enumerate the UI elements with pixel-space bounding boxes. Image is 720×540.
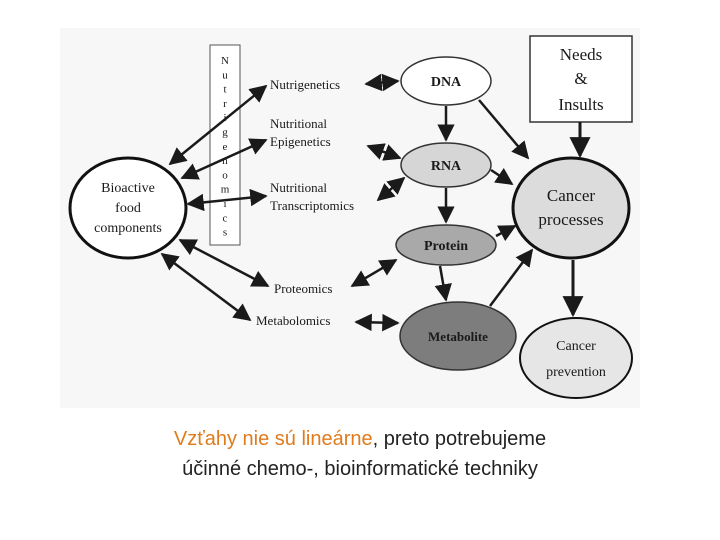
cancer-prevention-node: Cancer prevention xyxy=(519,317,633,399)
bioactive-label-line2: food xyxy=(115,201,141,216)
protein-label: Protein xyxy=(424,239,468,254)
term-nutritional-epigenetics-line2: Epigenetics xyxy=(270,134,331,149)
nutrigenomics-letter: c xyxy=(223,212,228,224)
cancer-processes-line2: processes xyxy=(538,210,603,229)
term-nutritional-epigenetics-line1: Nutritional xyxy=(270,116,327,131)
needs-insults-box: Needs & Insults xyxy=(529,35,633,123)
arrow-nutrigenetics-dna xyxy=(364,73,400,92)
arrow-bioactive-epigenetics xyxy=(180,138,268,180)
rna-node: RNA xyxy=(400,142,492,188)
metabolite-node: Metabolite xyxy=(399,301,517,371)
term-nutrigenetics: Nutrigenetics xyxy=(270,77,340,92)
nutrigenomics-letter: o xyxy=(222,169,228,181)
arrow-rna-cancer xyxy=(490,167,514,186)
nutrigenomics-letter: s xyxy=(223,227,227,239)
arrow-bioactive-metabolomics xyxy=(160,252,252,322)
arrow-protein-cancer xyxy=(495,224,517,242)
ampersand-label: & xyxy=(574,69,587,88)
nutrigenomics-letter: e xyxy=(223,141,228,153)
arrow-bioactive-proteomics xyxy=(178,238,270,288)
arrow-transcriptomics-rna xyxy=(376,176,406,202)
nutrigenomics-letter: u xyxy=(222,69,228,81)
term-nutritional-transcriptomics-line1: Nutritional xyxy=(270,180,327,195)
protein-node: Protein xyxy=(395,224,497,266)
term-proteomics: Proteomics xyxy=(274,281,333,296)
arrow-proteomics-protein xyxy=(350,258,398,288)
caption-rest-line1: , preto potrebujeme xyxy=(372,428,547,450)
bioactive-label-line3: components xyxy=(94,221,162,236)
cancer-processes-node: Cancer processes xyxy=(511,156,631,260)
arrow-bioactive-transcriptomics xyxy=(186,188,268,212)
dna-node: DNA xyxy=(400,56,492,106)
bioactive-food-components-node: Bioactive food components xyxy=(68,156,188,260)
cancer-prevention-line2: prevention xyxy=(546,365,606,380)
needs-label: Needs xyxy=(560,45,602,64)
cancer-prevention-line1: Cancer xyxy=(556,339,596,354)
nutrigenomics-letter: N xyxy=(221,55,229,67)
caption-highlight: Vzťahy nie sú lineárne xyxy=(173,428,373,450)
nutrigenomics-letter: g xyxy=(222,127,228,139)
arrow-metabolomics-metabolite xyxy=(354,313,400,332)
caption-line2: účinné chemo-, bioinformatické techniky xyxy=(182,458,538,480)
arrow-protein-metabolite xyxy=(434,265,452,302)
nutrigenomics-letter: r xyxy=(223,98,227,110)
cancer-processes-line1: Cancer xyxy=(547,186,595,205)
caption-line1: Vzťahy nie sú lineárne, preto potrebujem… xyxy=(0,424,720,454)
term-nutritional-transcriptomics-line2: Transcriptomics xyxy=(270,198,354,213)
dna-label: DNA xyxy=(431,75,462,90)
bioactive-label-line1: Bioactive xyxy=(101,181,155,196)
nutrigenomics-letter: m xyxy=(221,184,230,196)
nutrigenomics-letter: t xyxy=(223,84,226,96)
rna-label: RNA xyxy=(431,159,462,174)
insults-label: Insults xyxy=(558,95,603,114)
caption: Vzťahy nie sú lineárne, preto potrebujem… xyxy=(0,424,720,484)
term-metabolomics: Metabolomics xyxy=(256,313,330,328)
arrow-epigenetics-rna xyxy=(366,143,402,161)
metabolite-label: Metabolite xyxy=(428,329,488,344)
arrow-metabolite-cancer xyxy=(489,248,534,307)
arrow-dna-cancer xyxy=(478,99,530,160)
